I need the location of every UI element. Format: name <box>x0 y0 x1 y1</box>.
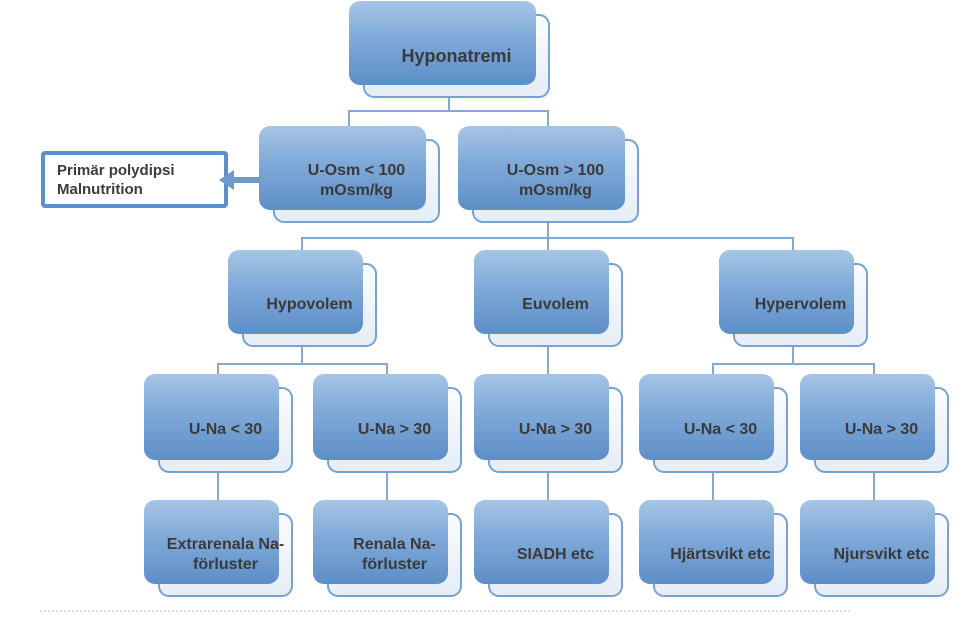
connector-hypovolem-stub <box>301 347 303 365</box>
node-label: Hypervolem <box>754 296 847 313</box>
node-siadh: SIADH etc <box>474 500 623 597</box>
note-primar-polydipsi: Primär polydipsi Malnutrition <box>41 151 228 208</box>
node-uosm-lt-100: U-Osm < 100 mOsm/kg <box>259 126 440 223</box>
connector-una2-to-leaf2 <box>386 473 388 514</box>
node-una-gt-30-hypervolem: U-Na > 30 <box>800 374 949 473</box>
connector-una5-to-leaf5 <box>873 473 875 514</box>
connector-una3-to-leaf3 <box>547 473 549 514</box>
connector-to-uosm-high <box>547 110 549 141</box>
node-label: Extrarenala Na-förluster <box>166 536 285 573</box>
node-label: Renala Na-förluster <box>353 536 436 573</box>
node-label: U-Osm < 100 mOsm/kg <box>307 162 406 199</box>
node-hjartsvikt: Hjärtsvikt etc <box>639 500 788 597</box>
node-label: U-Na > 30 <box>518 421 593 438</box>
node-renala-na-forluster: Renala Na-förluster <box>313 500 462 597</box>
node-label: Hjärtsvikt etc <box>670 546 771 563</box>
node-label: U-Osm > 100 mOsm/kg <box>506 162 605 199</box>
connector-una1-to-leaf1 <box>217 473 219 514</box>
node-njursvikt: Njursvikt etc <box>800 500 949 597</box>
node-label: U-Na < 30 <box>683 421 758 438</box>
node-euvolem: Euvolem <box>474 250 623 347</box>
connector-root-stub <box>448 98 450 111</box>
node-hypervolem: Hypervolem <box>719 250 868 347</box>
connector-row1-split <box>348 110 549 112</box>
note-line-2: Malnutrition <box>57 181 143 198</box>
node-label: Hypovolem <box>266 296 353 313</box>
connector-hypovolem-split <box>217 363 388 365</box>
node-label: U-Na > 30 <box>357 421 432 438</box>
node-una-gt-30-hypovolem: U-Na > 30 <box>313 374 462 473</box>
node-uosm-gt-100: U-Osm > 100 mOsm/kg <box>458 126 639 223</box>
node-label: SIADH etc <box>516 546 595 563</box>
node-hypovolem: Hypovolem <box>228 250 377 347</box>
connector-uosm-high-stub <box>547 223 549 239</box>
arrow-to-note-shaft <box>232 177 260 183</box>
node-label: Euvolem <box>522 296 589 313</box>
node-una-gt-30-euvolem: U-Na > 30 <box>474 374 623 473</box>
note-line-1: Primär polydipsi <box>57 162 175 179</box>
node-label: U-Na > 30 <box>844 421 919 438</box>
node-una-lt-30-hypovolem: U-Na < 30 <box>144 374 293 473</box>
connector-euvolem-to-una3 <box>547 347 549 389</box>
node-extrarenala-na-forluster: Extrarenala Na-förluster <box>144 500 293 597</box>
node-label: Hyponatremi <box>401 46 512 66</box>
connector-to-uosm-low <box>348 110 350 141</box>
connector-una4-to-leaf4 <box>712 473 714 514</box>
connector-hypervolem-stub <box>792 347 794 365</box>
connector-hypervolem-split <box>712 363 875 365</box>
node-label: U-Na < 30 <box>188 421 263 438</box>
node-una-lt-30-hypervolem: U-Na < 30 <box>639 374 788 473</box>
node-label: Njursvikt etc <box>833 546 930 563</box>
dotted-divider <box>40 610 850 612</box>
node-hyponatremi: Hyponatremi <box>349 1 550 98</box>
left-arrow-icon <box>219 170 234 190</box>
